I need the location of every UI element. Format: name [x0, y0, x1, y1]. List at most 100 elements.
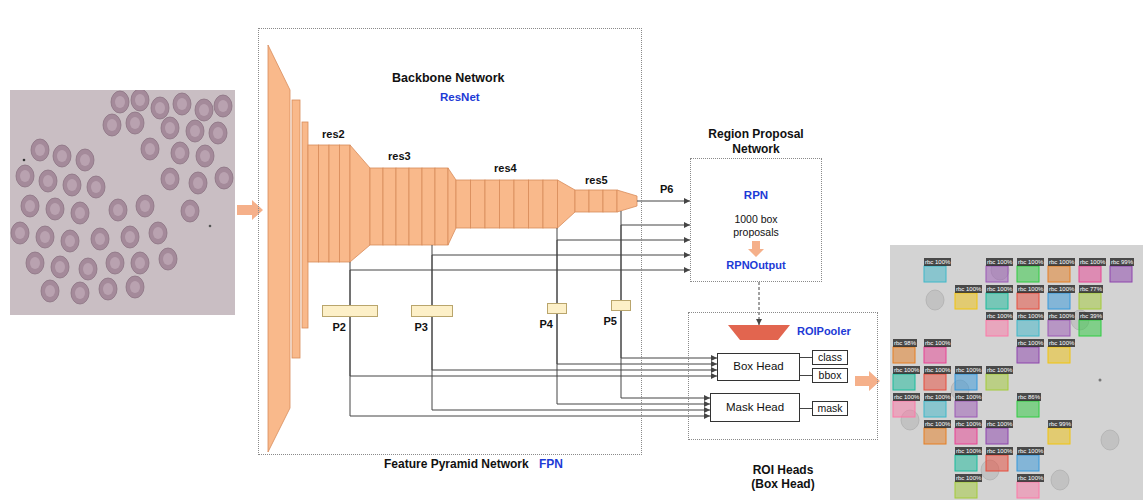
head-box: Box Head [717, 353, 800, 381]
backbone-layers [485, 180, 500, 228]
input-micrograph [126, 276, 144, 298]
backbone-layers [319, 145, 330, 262]
detection-label: rbc 100% [1048, 339, 1075, 347]
input-micrograph [53, 145, 71, 167]
detection-label: rbc 99% [1048, 420, 1072, 428]
backbone-layers [589, 190, 603, 212]
detection-box [986, 428, 1008, 444]
input-micrograph [151, 97, 169, 119]
detection-box [986, 293, 1008, 309]
pooler-shape [728, 325, 790, 340]
detection-box [1048, 320, 1070, 336]
backbone-layers [329, 145, 340, 262]
input-micrograph [131, 90, 149, 111]
backbone-layers [340, 145, 351, 262]
connector [557, 240, 690, 303]
backbone-layers [422, 168, 435, 245]
detection-label: rbc 100% [924, 339, 951, 347]
detection-box [986, 320, 1008, 336]
detection-box [986, 266, 1008, 282]
input-micrograph [196, 145, 214, 167]
detection-label: rbc 100% [924, 366, 951, 374]
input-micrograph [159, 248, 177, 270]
detection-label: rbc 99% [1110, 258, 1134, 266]
level-label: P6 [660, 183, 673, 196]
input-micrograph [10, 90, 235, 315]
input-micrograph [76, 149, 94, 171]
input-micrograph [23, 159, 26, 162]
flow-arrow [855, 371, 880, 391]
detection-label: rbc 100% [1017, 312, 1044, 320]
detection-label: rbc 100% [1017, 474, 1044, 482]
region-title: Feature Pyramid Network [384, 457, 529, 471]
pyramid-level: P3 [411, 305, 453, 317]
detection-label: rbc 77% [1079, 285, 1103, 293]
input-micrograph [26, 252, 44, 274]
detection-box [893, 374, 915, 390]
detection-label: rbc 100% [924, 258, 951, 266]
backbone-name: ResNet [440, 91, 480, 105]
output-image [926, 290, 944, 310]
input-micrograph [181, 200, 199, 222]
input-micrograph [87, 176, 105, 198]
connector [621, 225, 690, 300]
input-micrograph [195, 99, 213, 121]
detection-label: rbc 100% [955, 447, 982, 455]
input-micrograph [109, 199, 127, 221]
input-micrograph [209, 122, 227, 144]
detection-label: rbc 39% [1079, 312, 1103, 320]
input-micrograph [39, 170, 57, 192]
flow-arrow [237, 200, 263, 220]
detection-label: rbc 100% [1048, 312, 1075, 320]
backbone-layers [302, 122, 308, 328]
detection-label: rbc 100% [893, 393, 920, 401]
detection-label: rbc 100% [1048, 258, 1075, 266]
connector [621, 311, 717, 358]
pyramid-level: P2 [322, 305, 378, 317]
region-title: ROI Heads (Box Head) [743, 463, 823, 492]
input-micrograph [41, 280, 59, 302]
detection-label: rbc 100% [955, 393, 982, 401]
input-micrograph [10, 90, 235, 315]
detection-box [893, 347, 915, 363]
input-micrograph [106, 252, 124, 274]
input-micrograph [31, 139, 49, 161]
detection-label: rbc 100% [1017, 285, 1044, 293]
input-micrograph [186, 120, 204, 142]
detection-label: rbc 100% [1079, 258, 1106, 266]
detection-box [1110, 266, 1132, 282]
proposal-network: Region Proposal NetworkRPN1000 box propo… [690, 158, 822, 282]
connector [432, 255, 690, 305]
detection-box [924, 374, 946, 390]
input-micrograph [99, 278, 117, 300]
output-box: class [812, 350, 848, 365]
detection-box [893, 401, 915, 417]
stage-label: res2 [322, 128, 345, 141]
pooler-shape [728, 325, 790, 340]
connector [432, 317, 710, 410]
output-label: class [818, 351, 842, 364]
detection-label: rbc 100% [986, 366, 1013, 374]
detection-label: rbc 100% [1048, 285, 1075, 293]
detection-box [986, 374, 1008, 390]
input-micrograph [131, 252, 149, 274]
output-image [1099, 379, 1102, 382]
input-micrograph [171, 142, 189, 164]
detection-box [924, 347, 946, 363]
backbone-layers [603, 190, 617, 212]
input-micrograph [209, 225, 212, 228]
detection-label: rbc 100% [893, 366, 920, 374]
head-box: Mask Head [710, 393, 800, 422]
network-text: RPN [691, 189, 821, 203]
pyramid-level: P4 [547, 303, 567, 314]
connector [759, 282, 760, 325]
backbone-layers [292, 100, 300, 358]
output-label: bbox [819, 369, 842, 382]
connector [350, 317, 710, 416]
input-micrograph [71, 282, 89, 304]
detection-label: rbc 100% [955, 474, 982, 482]
input-micrograph [161, 168, 179, 190]
backbone-layers [500, 180, 515, 228]
detection-boxes [893, 266, 1132, 498]
detection-box [1017, 293, 1039, 309]
